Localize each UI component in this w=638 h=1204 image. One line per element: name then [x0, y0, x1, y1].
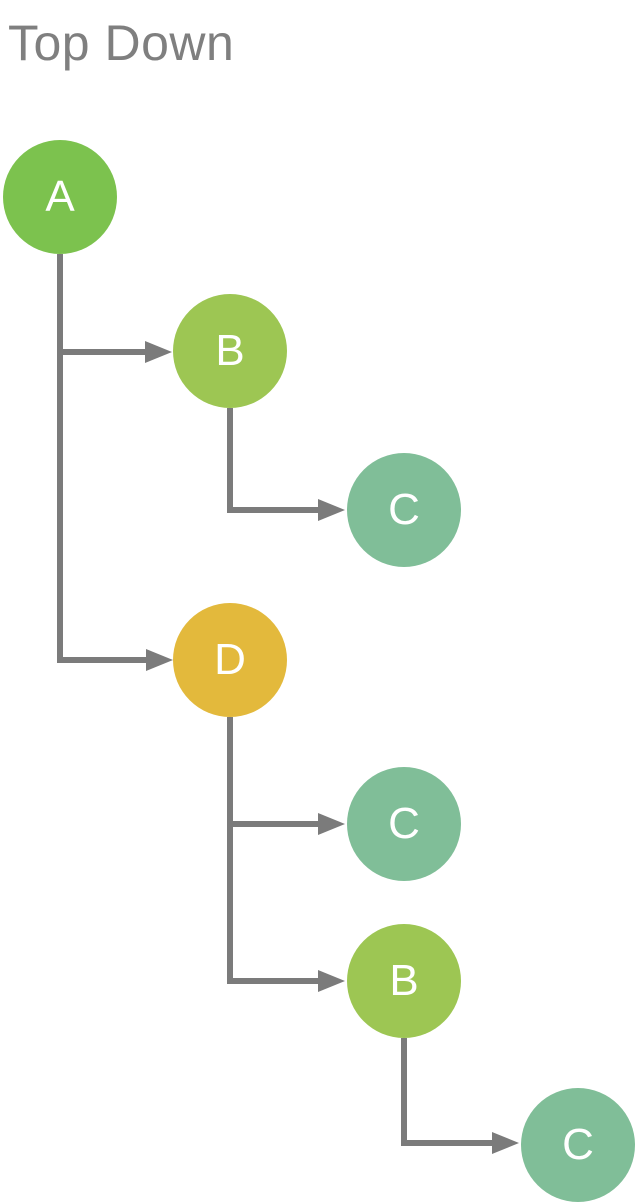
node-d-label: D — [214, 635, 246, 684]
edge-b1-c1-arrow-icon — [318, 499, 345, 521]
edge-d-b2-line — [230, 978, 318, 984]
node-d[interactable]: D — [173, 603, 287, 717]
edge-a-b-arrow-icon — [145, 341, 172, 363]
node-a-label: A — [45, 172, 75, 221]
edge-a-b-line — [60, 349, 145, 355]
node-b2[interactable]: B — [347, 924, 461, 1038]
edge-b1-c1-line — [230, 507, 318, 513]
edge-b2-c3-arrow-icon — [492, 1132, 519, 1154]
node-c1[interactable]: C — [347, 453, 461, 567]
edge-d-c2-line — [230, 821, 318, 827]
edge-d-trunk-line — [227, 717, 233, 984]
edge-a-d-line — [60, 657, 146, 663]
edge-b2-trunk-line — [401, 1038, 407, 1146]
edge-d-c2-arrow-icon — [318, 813, 345, 835]
node-b1[interactable]: B — [173, 294, 287, 408]
node-c1-label: C — [388, 485, 420, 534]
node-c3[interactable]: C — [521, 1088, 635, 1202]
edge-a-d-arrow-icon — [146, 649, 173, 671]
node-c2-label: C — [388, 799, 420, 848]
node-a[interactable]: A — [3, 140, 117, 254]
node-c2[interactable]: C — [347, 767, 461, 881]
edge-b1-trunk-line — [227, 408, 233, 513]
edge-b2-c3-line — [404, 1140, 492, 1146]
diagram-title: Top Down — [8, 15, 235, 71]
edge-a-trunk-line — [57, 254, 63, 663]
edge-d-b2-arrow-icon — [318, 970, 345, 992]
node-b2-label: B — [389, 956, 419, 1005]
node-c3-label: C — [562, 1120, 594, 1169]
node-b1-label: B — [215, 326, 245, 375]
